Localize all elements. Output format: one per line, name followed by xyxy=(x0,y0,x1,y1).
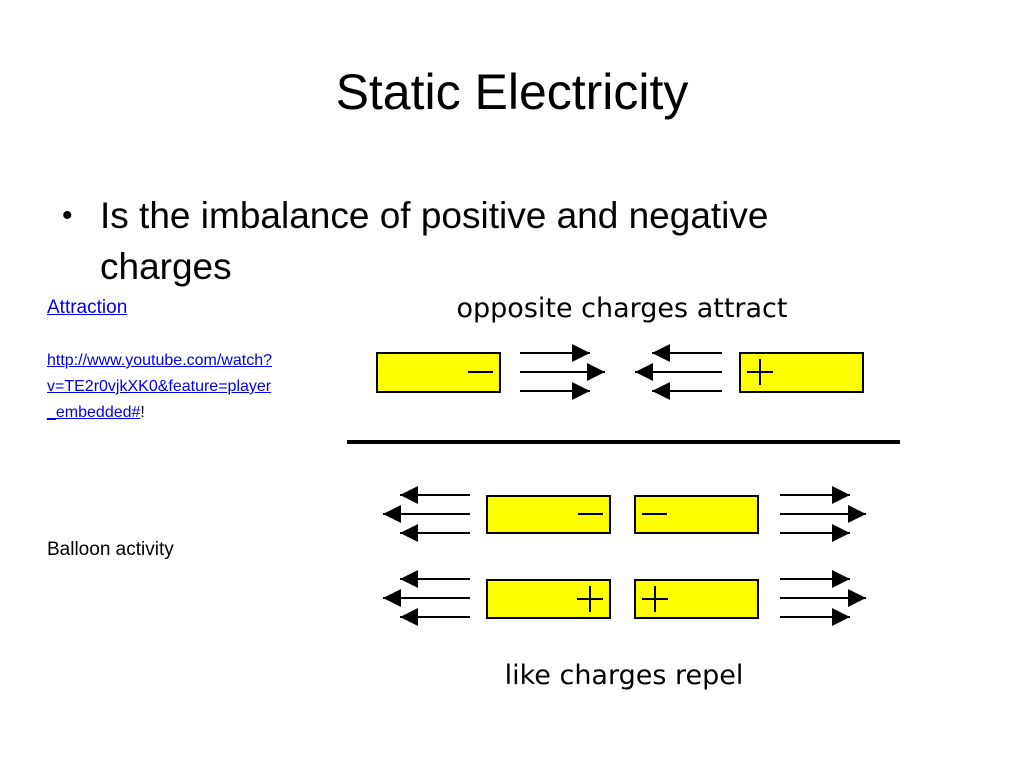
youtube-link-block: http://www.youtube.com/watch?v=TE2r0vjkX… xyxy=(47,348,279,426)
arrows-left-group xyxy=(383,570,470,626)
top-caption: opposite charges attract xyxy=(457,293,788,324)
charges-diagram: opposite charges attract xyxy=(347,293,900,691)
plus-sign-icon xyxy=(747,359,773,385)
attract-row xyxy=(376,344,864,400)
plus-sign-icon xyxy=(642,586,668,612)
bullet-item: • Is the imbalance of positive and negat… xyxy=(62,190,892,292)
repel-negative-row xyxy=(383,486,866,542)
bullet-list: • Is the imbalance of positive and negat… xyxy=(62,190,892,292)
arrows-right-group xyxy=(780,486,866,542)
youtube-link[interactable]: http://www.youtube.com/watch?v=TE2r0vjkX… xyxy=(47,352,272,421)
arrows-right-group xyxy=(780,570,866,626)
arrows-left-group xyxy=(383,486,470,542)
bottom-caption: like charges repel xyxy=(505,660,744,691)
arrows-left-group xyxy=(635,344,722,400)
repel-positive-row xyxy=(383,570,866,626)
arrows-right-group xyxy=(520,344,605,400)
youtube-link-suffix: ! xyxy=(140,404,145,421)
attraction-link[interactable]: Attraction xyxy=(47,297,128,318)
bullet-dot-icon: • xyxy=(62,199,73,232)
slide-title: Static Electricity xyxy=(335,64,689,120)
bullet-text: Is the imbalance of positive and negativ… xyxy=(100,195,769,287)
plus-sign-icon xyxy=(577,586,603,612)
balloon-activity-label: Balloon activity xyxy=(47,539,174,560)
